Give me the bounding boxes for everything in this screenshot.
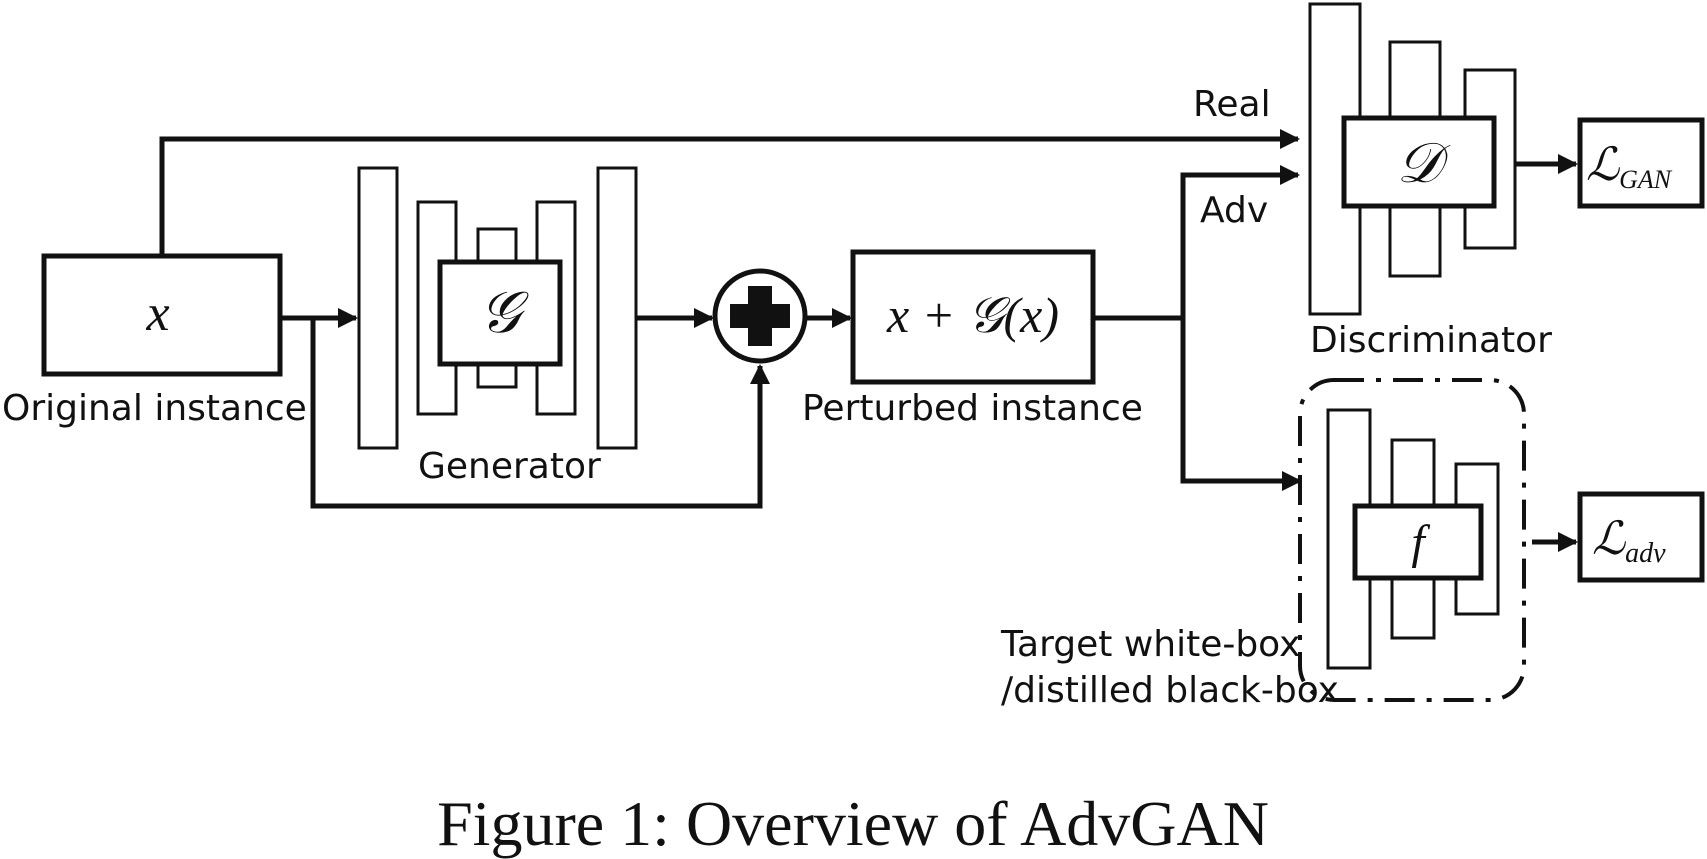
connections [159,129,1578,552]
gan-loss-symbol: ℒGAN [1586,137,1673,194]
figure-caption: Figure 1: Overview of AdvGAN [437,788,1269,859]
original-instance-box [41,253,283,377]
discriminator-label: Discriminator [1310,320,1552,361]
target-model-frame [1298,378,1526,702]
gan-loss-box [1577,117,1705,209]
input-symbol: x [145,285,169,342]
perturbed-instance-label: Perturbed instance [802,388,1143,429]
target-label-line2: /distilled black-box [1001,670,1339,711]
adv-loss-box [1577,491,1705,583]
adv-loss-symbol: ℒadv [1592,511,1666,569]
target-network [1326,408,1500,670]
generator-label: Generator [418,446,601,487]
adv-label: Adv [1200,190,1268,231]
perturbed-expression: x + 𝒢(x) [886,287,1059,343]
original-instance-label: Original instance [2,388,307,429]
discriminator-network [1308,2,1517,316]
target-label-line1: Target white-box [1000,624,1300,665]
add-node [712,268,808,364]
generator-network [357,166,638,450]
real-label: Real [1193,84,1271,125]
